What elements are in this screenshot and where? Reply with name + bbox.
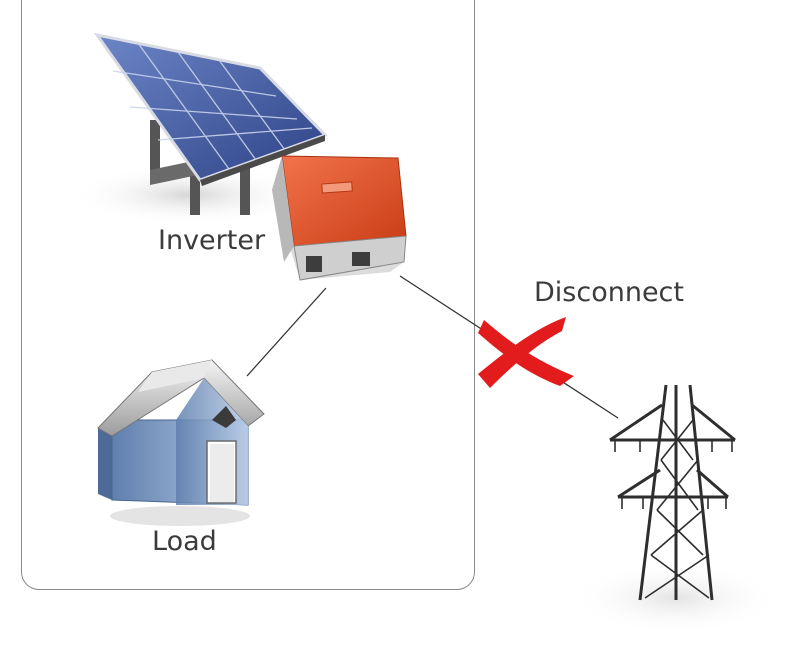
inverter-icon xyxy=(272,155,407,281)
solar-panel-icon xyxy=(70,32,328,225)
transmission-tower-icon xyxy=(571,384,781,634)
load-label: Load xyxy=(152,526,217,557)
inverter-label: Inverter xyxy=(158,225,266,256)
disconnect-x-icon xyxy=(478,317,574,388)
disconnect-label: Disconnect xyxy=(534,277,684,308)
house-icon xyxy=(97,359,265,526)
inverter-load-connection xyxy=(246,287,327,377)
